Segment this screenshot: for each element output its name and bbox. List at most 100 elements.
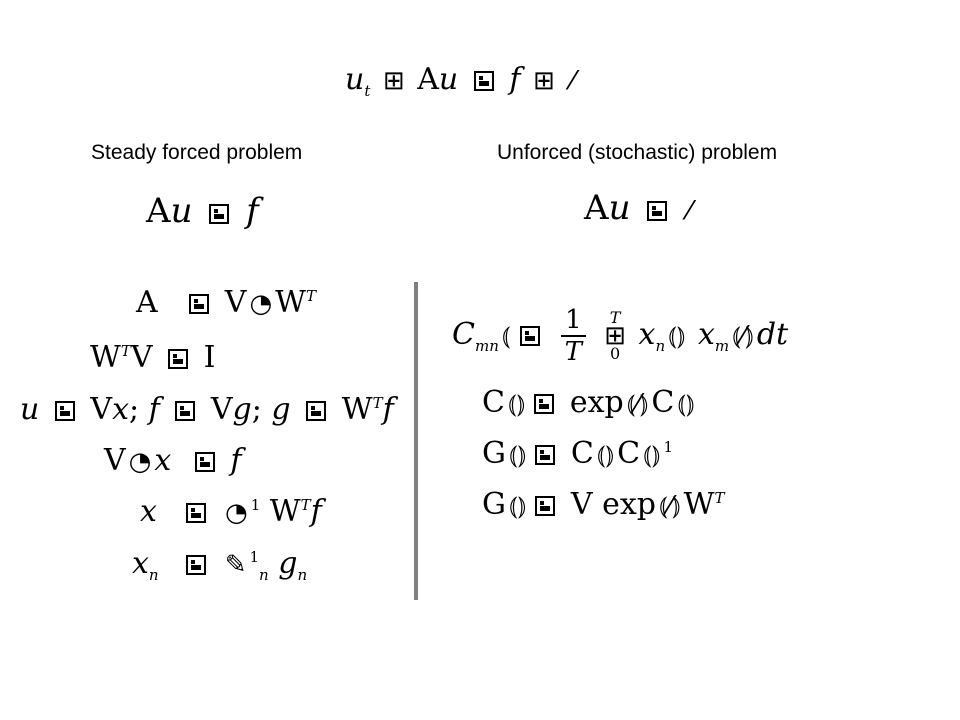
sub-n: n	[259, 566, 269, 584]
var-x: x	[154, 443, 172, 478]
vertical-divider	[414, 282, 418, 600]
missing-symbol-icon: ⦅⦆	[508, 491, 527, 521]
sup-T: T	[372, 394, 383, 412]
var-u: u	[170, 191, 193, 231]
missing-symbol-icon: ⦅⦆	[677, 389, 695, 419]
unforced-equation: Au ⁄	[584, 188, 694, 228]
frac-den: T	[564, 337, 583, 367]
var-f: f	[246, 191, 259, 231]
steady-equation: Au f	[146, 191, 259, 231]
sup-T: T	[305, 287, 316, 305]
missing-symbol-icon: ⦅⁄⦆	[732, 321, 754, 351]
mat-W: W	[90, 340, 121, 375]
mat-V: V	[130, 340, 153, 375]
sub-n: n	[148, 566, 159, 584]
mat-C: C	[482, 385, 505, 420]
missing-symbol-icon: ⦅⦆	[668, 321, 686, 351]
equals-glyph-icon	[209, 204, 230, 224]
equals-glyph-icon	[54, 401, 75, 421]
plus-glyph-icon: ⊞	[382, 66, 405, 96]
sup-T: T	[120, 342, 131, 360]
sub-n: n	[655, 337, 666, 355]
var-f: f	[382, 392, 394, 427]
left-row-6: xn ✎1n gn	[132, 546, 307, 584]
missing-symbol-icon: ⦅⦆	[596, 440, 615, 470]
op-A: A	[146, 191, 171, 231]
right-row-1: Cmn⦅ 1 T T ⊞ 0 xn⦅⦆ xm⦅⁄⦆dt	[452, 305, 788, 367]
equals-glyph-icon	[175, 401, 196, 421]
mat-W: W	[269, 494, 301, 529]
equals-glyph-icon	[534, 394, 555, 414]
var-u: u	[345, 62, 365, 97]
lambda-missing-icon: ◔	[128, 447, 152, 477]
op-A: A	[417, 62, 439, 97]
equals-glyph-icon	[519, 326, 540, 346]
var-f: f	[310, 494, 322, 529]
frac-num: 1	[561, 305, 586, 337]
op-A: A	[136, 285, 158, 320]
sup-exponent: 1	[663, 438, 673, 456]
mat-C: C	[570, 436, 594, 471]
right-row-4: G⦅⦆ V exp⦅⁄⦆WT	[482, 487, 724, 522]
sub-n: n	[297, 566, 308, 584]
left-row-2: WTV I	[90, 340, 215, 375]
equals-glyph-icon	[194, 452, 215, 472]
var-f: f	[148, 392, 160, 427]
mat-V: V	[104, 443, 126, 478]
var-u: u	[20, 392, 40, 427]
sub-mn: mn	[474, 337, 499, 355]
equals-glyph-icon	[535, 496, 556, 516]
equals-glyph-icon	[186, 555, 207, 575]
top-equation: ut ⊞ Au f ⊞ ⁄	[345, 62, 578, 100]
mat-W: W	[683, 487, 715, 522]
plus-glyph-icon: ⊞	[533, 66, 555, 96]
var-x: x	[132, 546, 149, 581]
right-row-3: G⦅⦆ C⦅⦆C⦅⦆1	[482, 436, 673, 471]
equals-glyph-icon	[535, 445, 556, 465]
var-C: C	[452, 317, 475, 352]
op-A: A	[584, 188, 609, 228]
mat-W: W	[275, 285, 306, 320]
label-unforced-stochastic: Unforced (stochastic) problem	[497, 141, 778, 164]
fn-exp: exp	[569, 385, 624, 420]
var-g: g	[278, 546, 298, 581]
var-x: x	[140, 494, 157, 529]
var-x: x	[697, 317, 715, 352]
var-u: u	[608, 188, 631, 228]
mat-V: V	[224, 285, 247, 320]
sup-T: T	[714, 489, 725, 507]
mat-C: C	[651, 385, 675, 420]
left-row-4: V◔x f	[104, 443, 241, 478]
missing-symbol-icon: ⦅	[501, 321, 511, 351]
sup-T: T	[300, 496, 311, 514]
missing-symbol-icon: ⁄	[570, 66, 575, 96]
mat-I: I	[203, 340, 216, 375]
mat-V: V	[210, 392, 233, 427]
sup-exponent: 1	[249, 548, 260, 566]
equals-glyph-icon	[189, 294, 210, 314]
missing-symbol-icon: ⦅⁄⦆	[658, 491, 681, 521]
equals-glyph-icon	[473, 71, 494, 91]
var-f: f	[230, 443, 242, 478]
mat-W: W	[341, 392, 373, 427]
var-u2: u	[438, 62, 459, 97]
var-g: g	[232, 392, 252, 427]
sup-exponent: 1	[250, 496, 261, 514]
var-dt: dt	[756, 317, 789, 352]
lambda-missing-icon: ◔	[249, 289, 273, 319]
equals-glyph-icon	[168, 349, 189, 369]
separator: ;	[251, 392, 262, 427]
left-row-1: A V◔WT	[136, 285, 316, 320]
lambda-missing-icon: ✎	[224, 550, 247, 580]
fn-exp: exp	[602, 487, 656, 522]
missing-symbol-icon: ⦅⦆	[643, 440, 661, 470]
mat-C: C	[617, 436, 641, 471]
left-row-3: u Vx; f Vg; g WTf	[20, 392, 394, 427]
var-f: f	[509, 62, 521, 97]
equals-glyph-icon	[306, 401, 327, 421]
sub-t: t	[364, 82, 371, 100]
missing-symbol-icon: ⦅⁄⦆	[626, 389, 649, 419]
integral-lower: 0	[609, 344, 621, 363]
equals-glyph-icon	[647, 201, 668, 221]
missing-symbol-icon: ⦅⦆	[507, 389, 526, 419]
